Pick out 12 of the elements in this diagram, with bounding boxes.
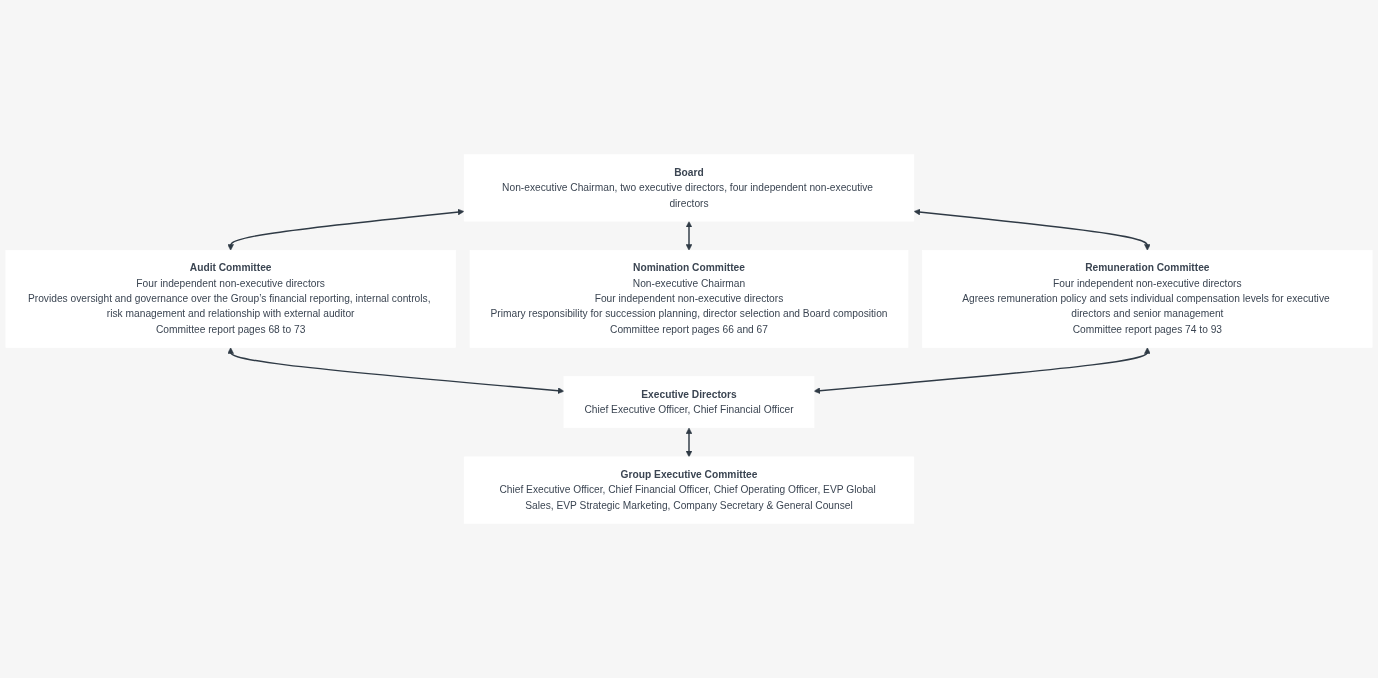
node-box: Board Non-executive Chairman, two executive directors, four independent non-executive directors — [463, 154, 915, 222]
node-box: Nomination Committee Non-executive Chairman Four independent non-executive directors Primary responsibility for succession planning, director selection and Board composition Committee report pages 66 and 67 — [469, 249, 909, 348]
arrow — [813, 347, 1151, 394]
arrow — [913, 208, 1151, 251]
node-box: Audit Committee Four independent non-executive directors Provides oversight and governance over the Group’s financial reporting, internal controls, risk management and relationship with external auditor Committee report pages 68 to 73 — [5, 249, 456, 348]
arrow — [227, 208, 465, 251]
arrow — [685, 427, 693, 458]
arrow — [227, 347, 565, 394]
node-box: Group Executive Committee Chief Executive Officer, Chief Financial Officer, Chief Operating Officer, EVP Global Sales, EVP Strategic Marketing, Company Secretary & General Counsel — [463, 456, 915, 524]
node-box: Remuneration Committee Four independent non-executive directors Agrees remuneration policy and sets individual compensation levels for executive directors and senior management Committee report pages 74 to 93 — [922, 249, 1373, 348]
arrow — [685, 221, 693, 251]
node-box: Executive Directors Chief Executive Officer, Chief Financial Officer — [563, 376, 815, 429]
